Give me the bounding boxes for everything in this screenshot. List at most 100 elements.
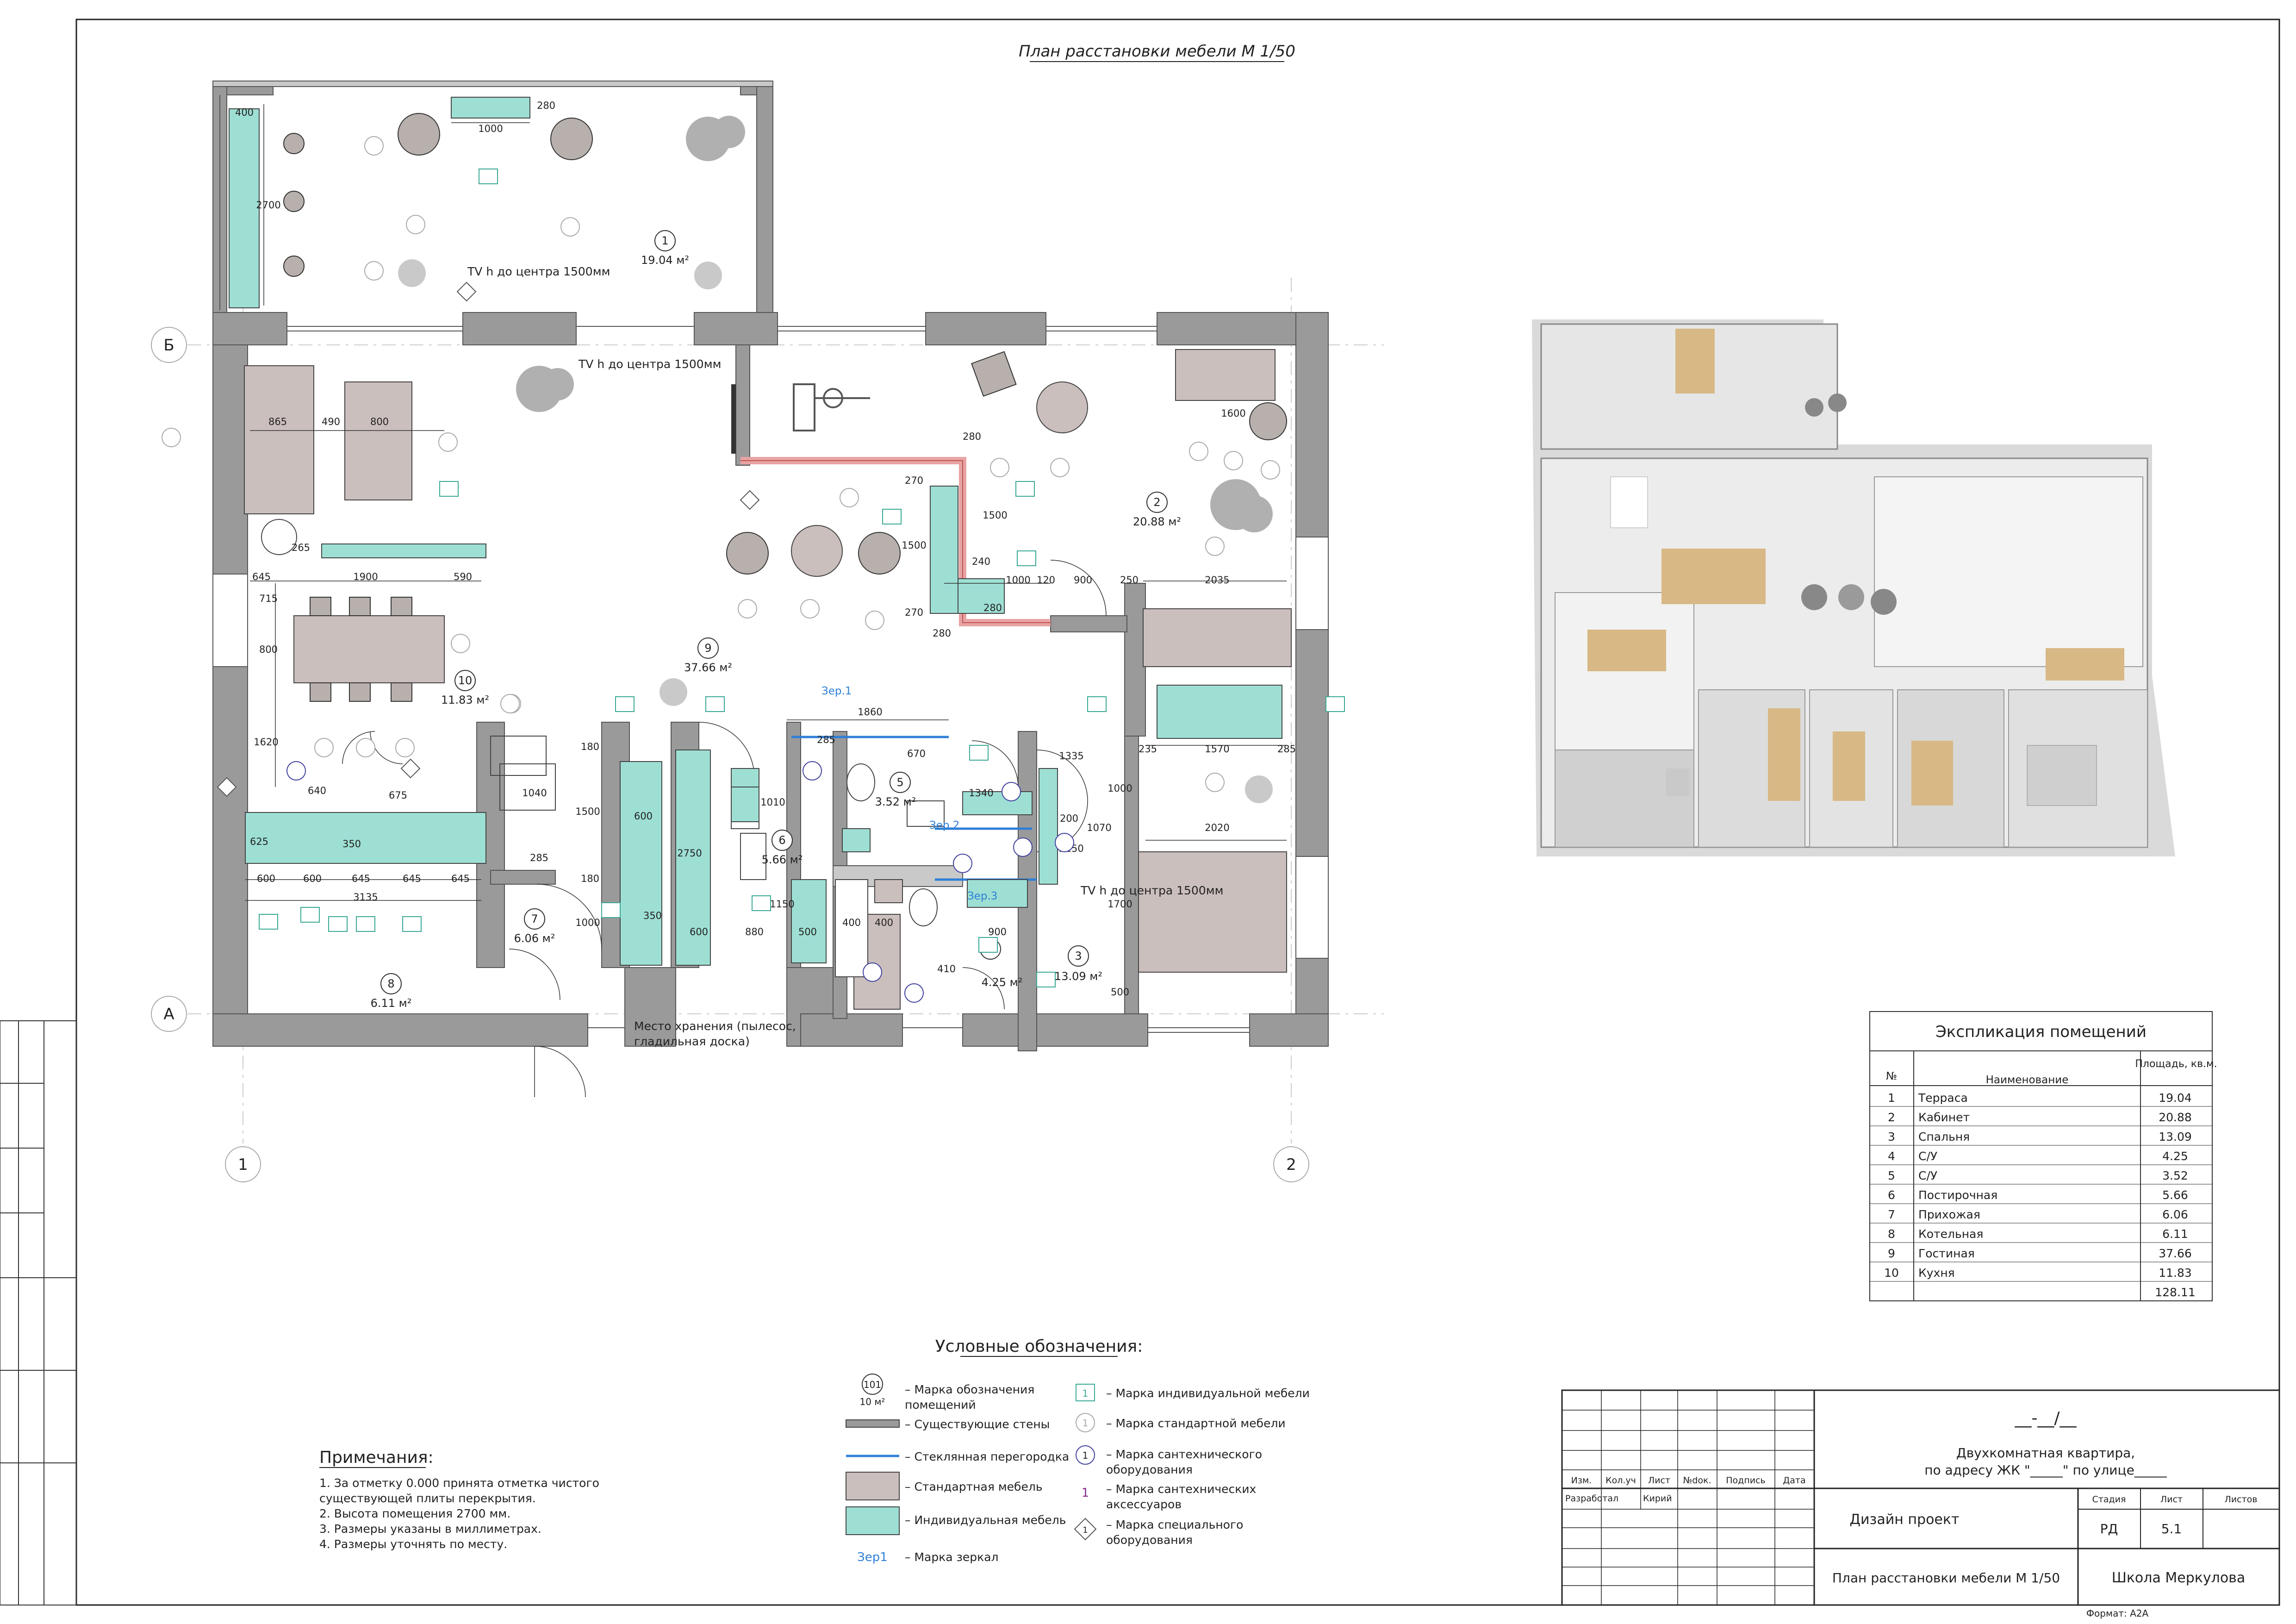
svg-text:20.88 м²: 20.88 м² xyxy=(1133,515,1181,528)
dim: 410 xyxy=(937,963,956,974)
dim: 270 xyxy=(905,607,923,618)
plants xyxy=(398,116,1273,803)
dim: 900 xyxy=(1074,575,1092,586)
svg-text:– Марка специального: – Марка специального xyxy=(1106,1518,1243,1531)
svg-text:Дата: Дата xyxy=(1783,1475,1805,1486)
explication-table xyxy=(1869,1011,2213,1301)
dim: 1000 xyxy=(1108,783,1132,794)
dim: 200 xyxy=(1060,813,1078,824)
dim: 2700 xyxy=(256,200,280,211)
dim: 2020 xyxy=(1205,822,1229,833)
room-mark: 2 20.88 м² xyxy=(1133,492,1181,528)
room-mark: 3 13.09 м² xyxy=(1054,945,1102,983)
stamp-sheet: 5.1 xyxy=(2161,1521,2182,1537)
storage-note-2: гладильная доска) xyxy=(634,1035,750,1048)
dim: 285 xyxy=(817,734,835,745)
svg-text:Терраса: Терраса xyxy=(1918,1091,1968,1105)
dim: 400 xyxy=(842,917,861,928)
svg-text:13.09 м²: 13.09 м² xyxy=(1054,970,1102,983)
dimension-lines xyxy=(245,104,1287,901)
dim: 600 xyxy=(257,873,275,884)
room-mark: 8 6.11 м² xyxy=(371,973,411,1010)
svg-text:6.11: 6.11 xyxy=(2162,1227,2188,1241)
title-block xyxy=(1561,1389,2280,1606)
stamp-dev-label: Разработал xyxy=(1565,1493,1618,1504)
svg-text:4: 4 xyxy=(1888,1149,1895,1163)
tv-note-bedroom: TV h до центра 1500мм xyxy=(1080,884,1223,897)
svg-text:6.06 м²: 6.06 м² xyxy=(514,932,555,945)
dim: 250 xyxy=(1120,575,1139,586)
svg-text:Изм.: Изм. xyxy=(1571,1475,1592,1486)
stamp-format: Формат: А2А xyxy=(2086,1608,2149,1619)
dim: 1000 xyxy=(575,917,600,928)
svg-text:№doк.: №doк. xyxy=(1683,1475,1711,1486)
svg-text:8: 8 xyxy=(387,977,394,990)
dim: 645 xyxy=(252,571,271,582)
dim: 180 xyxy=(581,741,599,752)
svg-text:существующей плиты перекрытия.: существующей плиты перекрытия. xyxy=(319,1492,536,1505)
svg-text:10 м²: 10 м² xyxy=(860,1396,885,1407)
axis-label-a: А xyxy=(163,1005,174,1024)
dimension-texts: 400 1000 280 2700 865 490 800 645 1900 5… xyxy=(235,100,1296,998)
dim: 880 xyxy=(745,926,764,937)
svg-text:19.04 м²: 19.04 м² xyxy=(641,254,689,267)
axis-label-1: 1 xyxy=(238,1156,248,1174)
svg-text:7: 7 xyxy=(531,912,538,925)
dim: 1600 xyxy=(1221,408,1245,419)
dim: 1700 xyxy=(1108,899,1132,910)
room-mark: 7 6.06 м² xyxy=(514,908,555,945)
svg-text:– Стандартная мебель: – Стандартная мебель xyxy=(905,1480,1043,1493)
stamp-dev-name: Кирий xyxy=(1643,1493,1672,1504)
svg-text:помещений: помещений xyxy=(905,1398,976,1412)
svg-text:Кухня: Кухня xyxy=(1918,1266,1955,1280)
room-mark: 10 11.83 м² xyxy=(441,670,489,706)
dim: 1500 xyxy=(575,806,600,817)
dim: 280 xyxy=(933,628,951,639)
dim: 590 xyxy=(454,571,472,582)
dim: 800 xyxy=(259,644,278,655)
stamp-project-2: по адресу ЖК "_____" по улице_____ xyxy=(1924,1462,2167,1478)
svg-text:– Марка индивидуальной мебели: – Марка индивидуальной мебели xyxy=(1106,1387,1310,1400)
svg-text:1: 1 xyxy=(661,234,668,247)
svg-text:4.25 м²: 4.25 м² xyxy=(982,976,1023,989)
svg-text:3: 3 xyxy=(1888,1130,1895,1143)
dim: 1500 xyxy=(902,540,926,551)
dim: 350 xyxy=(643,910,662,921)
dim: 500 xyxy=(798,926,817,937)
svg-text:2: 2 xyxy=(1888,1111,1895,1124)
legend-symbols: 101 10 м² Зер1 1 1 1 1 1 xyxy=(846,1374,1097,1564)
svg-text:5.66: 5.66 xyxy=(2162,1188,2188,1202)
svg-text:3. Размеры указаны в миллимет: 3. Размеры указаны в миллиметрах. xyxy=(319,1522,541,1536)
dim: 400 xyxy=(875,917,893,928)
dim: 350 xyxy=(342,838,361,849)
explication-rows xyxy=(1870,1106,2212,1282)
dim: 670 xyxy=(907,748,926,759)
dim: 1340 xyxy=(969,787,993,799)
dim: 240 xyxy=(972,556,990,567)
svg-text:Лист: Лист xyxy=(1648,1475,1670,1486)
svg-text:Постирочная: Постирочная xyxy=(1918,1188,1997,1202)
dim: 1335 xyxy=(1059,750,1083,762)
axis-bubbles xyxy=(151,327,1309,1182)
mirror-label-2: Зер.2 xyxy=(929,819,959,831)
room-mark: 9 37.66 м² xyxy=(684,637,732,674)
svg-text:1: 1 xyxy=(1888,1091,1895,1105)
svg-text:1. За отметку 0.000 принята: 1. За отметку 0.000 принята отметка чист… xyxy=(319,1476,599,1490)
special-marks xyxy=(217,281,760,797)
dim: 285 xyxy=(1277,743,1296,755)
svg-text:– Стеклянная перегородка: – Стеклянная перегородка xyxy=(905,1450,1069,1463)
svg-text:– Индивидуальная мебель: – Индивидуальная мебель xyxy=(905,1513,1066,1527)
stamp-org: Школа Меркулова xyxy=(2112,1570,2246,1586)
dim: 900 xyxy=(988,926,1007,937)
svg-text:2. Высота помещения 2700 мм.: 2. Высота помещения 2700 мм. xyxy=(319,1507,510,1520)
dim: 500 xyxy=(1111,987,1129,998)
sanitary-marks xyxy=(286,761,1074,1003)
room-mark: 6 5.66 м² xyxy=(762,830,803,866)
svg-text:37.66: 37.66 xyxy=(2159,1247,2192,1260)
explication-total: 128.11 xyxy=(2155,1286,2195,1299)
dim: 865 xyxy=(268,416,287,427)
dim: 600 xyxy=(303,873,322,884)
svg-text:3: 3 xyxy=(1075,949,1082,962)
dim: 645 xyxy=(403,873,421,884)
